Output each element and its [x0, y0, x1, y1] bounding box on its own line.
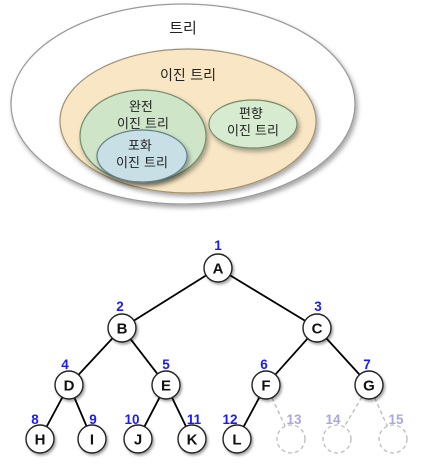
tree-node-J: J 10 — [123, 412, 153, 454]
node-letter: C — [312, 321, 323, 338]
tree-node-empty-13: 13 — [276, 412, 306, 454]
full-binary-tree-label: 포화 이진 트리 — [116, 139, 168, 171]
node-index-label: 4 — [61, 357, 69, 372]
node-circle — [222, 424, 252, 454]
node-index-label: 8 — [31, 412, 39, 427]
full-binary-tree-ellipse — [96, 129, 188, 183]
node-index-label: 3 — [314, 299, 322, 314]
node-letter: K — [187, 432, 198, 449]
node-circle — [203, 253, 233, 283]
tree-edge-2-5 — [129, 338, 159, 375]
tree-node-G: G7 — [354, 357, 384, 400]
tree-node-I: I9 — [77, 412, 107, 454]
tree-node-L: L 12 — [222, 412, 252, 454]
complete-binary-tree-label: 완전 이진 트리 — [117, 100, 169, 132]
tree-edge-1-2 — [133, 274, 207, 322]
tree-edge-3-6 — [274, 337, 309, 376]
tree-edge-1-3 — [229, 274, 306, 322]
tree-types-venn: 트리 이진 트리 완전 이진 트리 포화 이진 트리 편향 이진 트리 — [10, 3, 356, 205]
tree-node-C: C3 — [302, 299, 332, 343]
node-index-label: 6 — [260, 357, 268, 372]
node-index-label: 9 — [89, 412, 97, 427]
node-index-label: 14 — [325, 412, 341, 427]
node-letter: B — [117, 321, 128, 338]
node-index-label: 7 — [363, 357, 371, 372]
tree-edge-6-13 — [271, 397, 286, 427]
tree-edge-7-14 — [343, 396, 363, 428]
tree-edge-2-4 — [77, 337, 114, 376]
node-circle — [354, 370, 384, 400]
node-circle — [251, 370, 281, 400]
skewed-label-line2: 이진 트리 — [227, 124, 279, 139]
tree-node-A: A1 — [203, 238, 233, 283]
node-circle — [151, 370, 181, 400]
node-index-label: 11 — [187, 412, 202, 427]
node-circle — [177, 424, 207, 454]
tree-edge-4-8 — [45, 396, 64, 428]
binary-tree-set-label: 이진 트리 — [160, 68, 216, 84]
tree-edge-7-15 — [374, 397, 388, 427]
node-index-label: 10 — [124, 412, 139, 427]
tree-node-empty-14: 14 — [322, 412, 352, 454]
complete-label-line2: 이진 트리 — [117, 117, 169, 132]
node-circle — [25, 424, 55, 454]
node-circle — [107, 313, 137, 343]
tree-set-label: 트리 — [169, 19, 197, 37]
tree-edge-4-9 — [73, 397, 88, 427]
full-label-line1: 포화 — [128, 139, 152, 154]
node-circle — [276, 424, 306, 454]
tree-node-F: F6 — [251, 357, 281, 400]
node-circle — [322, 424, 352, 454]
node-letter: I — [90, 432, 94, 449]
skewed-binary-tree-ellipse — [208, 99, 298, 149]
tree-node-E: E5 — [151, 357, 181, 400]
node-letter: F — [261, 378, 270, 395]
node-circle — [378, 424, 408, 454]
tree-node-K: K 11 — [177, 412, 207, 454]
tree-edge-5-11 — [171, 397, 187, 427]
skewed-label-line1: 편향 — [239, 107, 263, 122]
full-label-line2: 이진 트리 — [116, 156, 168, 171]
node-letter: D — [64, 378, 75, 395]
node-circle — [77, 424, 107, 454]
node-letter: H — [35, 432, 46, 449]
node-letter: J — [134, 432, 142, 449]
node-letter: G — [363, 378, 375, 395]
node-letter: E — [161, 378, 171, 395]
node-index-label: 13 — [286, 412, 302, 427]
node-index-label: 2 — [116, 299, 124, 314]
skewed-binary-tree-label: 편향 이진 트리 — [227, 107, 279, 139]
node-circle — [54, 370, 84, 400]
complete-label-line1: 완전 — [129, 100, 153, 115]
node-circle — [123, 424, 153, 454]
node-index-label: 5 — [162, 357, 170, 372]
tree-node-D: D4 — [54, 357, 84, 400]
tree-edge-6-12 — [242, 396, 261, 428]
node-index-label: 1 — [214, 238, 222, 253]
tree-edges — [45, 274, 388, 428]
tree-node-empty-15: 15 — [378, 412, 408, 454]
node-letter: A — [213, 261, 224, 278]
tree-edge-5-10 — [143, 397, 161, 427]
tree-node-H: H8 — [25, 412, 55, 454]
node-index-label: 12 — [222, 412, 237, 427]
tree-node-B: B2 — [107, 299, 137, 343]
node-index-label: 15 — [388, 412, 404, 427]
tree-edge-3-7 — [325, 337, 361, 376]
node-letter: L — [232, 432, 241, 449]
node-circle — [302, 313, 332, 343]
